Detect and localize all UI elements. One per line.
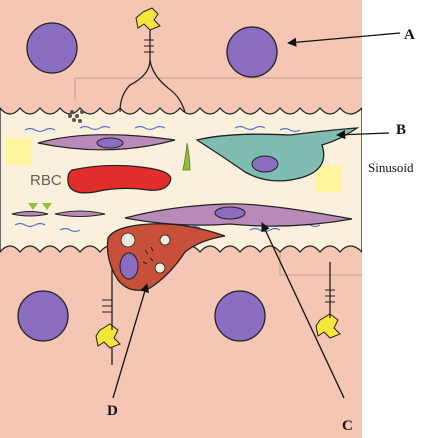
label-arrows xyxy=(112,32,401,399)
hepatocyte-nucleus-bottom-left xyxy=(17,290,69,342)
bile-canaliculi xyxy=(5,7,342,349)
label-sinusoid: Sinusoid xyxy=(368,160,414,175)
microvilli-cluster xyxy=(68,110,84,123)
platelet-spike xyxy=(182,142,191,171)
nerve-fibres xyxy=(102,30,335,365)
hepatocyte-nucleus-bottom-right xyxy=(214,290,266,342)
rbc-label: RBC xyxy=(30,172,62,189)
right-margin xyxy=(362,0,433,438)
bile-square-left xyxy=(5,138,32,165)
label-c: C xyxy=(342,418,353,434)
kupffer-cell xyxy=(195,127,360,182)
hepatocyte-nuclei xyxy=(17,22,278,342)
hepatocyte-nucleus-top-left xyxy=(26,22,78,74)
nerve-ending-right xyxy=(315,313,341,339)
arrow-c xyxy=(261,222,345,399)
nerve-ending-left xyxy=(95,323,121,349)
arrow-d xyxy=(112,283,150,399)
hepatocyte-nucleus-top-right xyxy=(226,26,278,78)
stellate-cell xyxy=(106,223,226,291)
bile-square-right xyxy=(315,165,342,192)
arrow-a xyxy=(287,32,401,47)
label-d: D xyxy=(107,403,118,419)
label-b: B xyxy=(396,122,406,138)
arrow-b xyxy=(336,130,390,140)
red-blood-cell: RBC xyxy=(30,164,172,194)
endothelial-cell-top xyxy=(37,134,176,151)
label-a: A xyxy=(404,27,415,43)
nerve-ending-top xyxy=(135,7,161,31)
endothelial-cell-lower xyxy=(124,203,353,227)
fenestrae-markers xyxy=(11,203,106,217)
